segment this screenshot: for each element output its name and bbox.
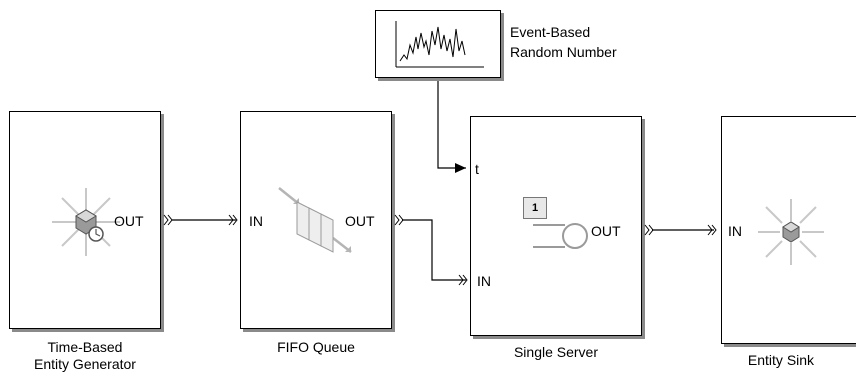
server-out-port-label: OUT — [591, 223, 621, 239]
entity-clock-icon — [52, 188, 120, 256]
entity-generator-block[interactable]: OUT — [9, 111, 161, 329]
sink-caption: Entity Sink — [747, 352, 815, 368]
sink-in-port-label: IN — [728, 223, 742, 239]
random-number-caption: Event-Based Random Number — [510, 24, 617, 60]
entity-sink-block[interactable]: IN — [721, 116, 856, 344]
server-capacity-badge: 1 — [523, 197, 547, 219]
fifo-queue-block[interactable]: IN OUT — [240, 111, 392, 329]
generator-caption: Time-Based Entity Generator — [34, 339, 136, 372]
single-server-block[interactable]: t IN 1 OUT — [470, 116, 642, 336]
server-in-port-label: IN — [477, 273, 491, 289]
fifo-queue-icon — [278, 187, 352, 253]
random-number-block[interactable] — [375, 10, 501, 78]
wire-queue-to-server — [402, 219, 466, 281]
queue-in-port-label: IN — [249, 213, 263, 229]
entity-sink-icon — [758, 199, 824, 265]
t-input-arrow — [455, 163, 466, 173]
server-icon — [533, 223, 588, 249]
random-signal-icon — [395, 21, 484, 68]
queue-caption: FIFO Queue — [277, 339, 355, 355]
server-t-port-label: t — [475, 161, 479, 177]
queue-out-port-label: OUT — [345, 213, 375, 229]
server-caption: Single Server — [513, 344, 599, 360]
generator-out-port-label: OUT — [114, 213, 144, 229]
